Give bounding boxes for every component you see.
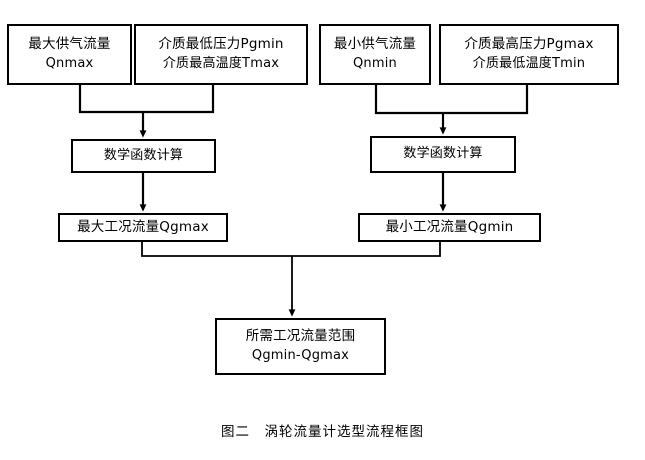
edge-qnmax-to-math-left [78, 85, 143, 114]
node-min-pressure-line: 介质最低压力Pgmin [158, 36, 284, 53]
node-max-pressure-line: 介质最高压力Pgmax [464, 36, 594, 53]
edge-qgmax-to-range [141, 242, 292, 257]
node-min-pressure-max-temperature[interactable]: 介质最低压力Pgmin 介质最高温度Tmax [134, 24, 308, 85]
edge-pgmax-tmin-to-math-right [443, 85, 529, 115]
node-math-function-calculation-right[interactable]: 数学函数计算 [370, 136, 516, 173]
node-max-supply-flow-line2: Qnmax [45, 55, 94, 71]
node-required-range-line1: 所需工况流量范围 [245, 328, 356, 345]
node-min-supply-flow-line1: 最小供气流量 [333, 36, 417, 53]
node-max-working-condition-flow[interactable]: 最大工况流量Qgmax [58, 213, 228, 242]
node-required-working-condition-flow-range[interactable]: 所需工况流量范围 Qgmin-Qgmax [215, 318, 386, 375]
node-min-supply-flow-line2: Qnmin [353, 55, 397, 71]
edge-pgmin-tmax-to-math-left [143, 85, 215, 114]
edge-qnmin-to-math-right [374, 85, 443, 115]
node-max-pressure-min-temperature[interactable]: 介质最高压力Pgmax 介质最低温度Tmin [439, 24, 619, 85]
node-math-function-calculation-left[interactable]: 数学函数计算 [71, 139, 216, 173]
node-required-range-line2: Qgmin-Qgmax [251, 347, 350, 363]
node-max-working-condition-flow-label: 最大工况流量Qgmax [77, 218, 209, 235]
node-min-supply-flow[interactable]: 最小供气流量 Qnmin [319, 24, 431, 85]
node-max-supply-flow[interactable]: 最大供气流量 Qnmax [7, 24, 132, 85]
node-min-working-condition-flow-label: 最小工况流量Qgmin [385, 218, 514, 235]
node-math-function-calculation-right-label: 数学函数计算 [403, 146, 483, 162]
node-math-function-calculation-left-label: 数学函数计算 [103, 147, 184, 163]
figure-caption: 图二 涡轮流量计选型流程框图 [221, 424, 424, 440]
node-max-temperature-line: 介质最高温度Tmax [162, 55, 280, 71]
node-max-supply-flow-line1: 最大供气流量 [28, 36, 111, 53]
edge-qgmin-to-range [292, 242, 441, 257]
node-min-working-condition-flow[interactable]: 最小工况流量Qgmin [358, 213, 541, 242]
node-min-temperature-line: 介质最低温度Tmin [472, 55, 586, 71]
